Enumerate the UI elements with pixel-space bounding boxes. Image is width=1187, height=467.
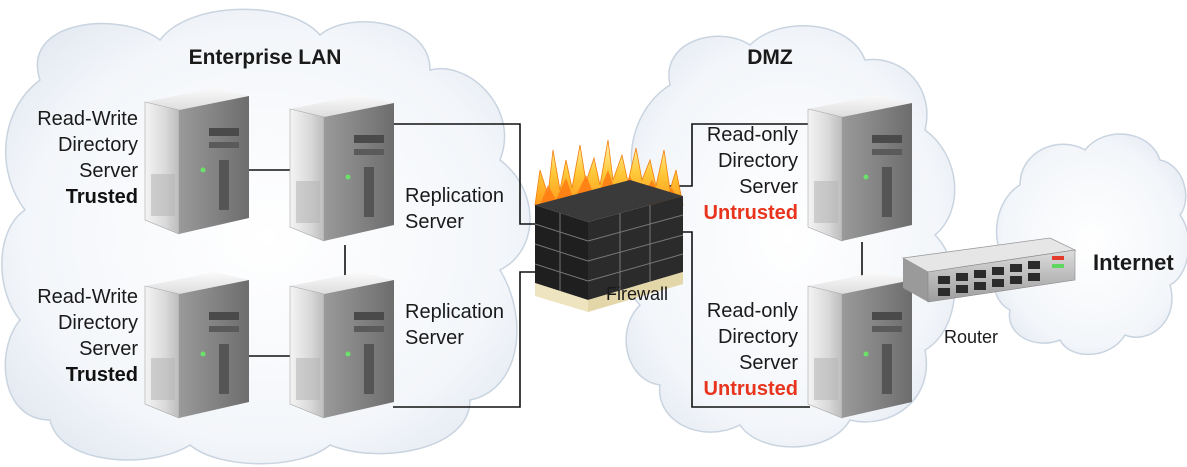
server-replication-top [289,95,394,242]
zone-title-enterprise-lan: Enterprise LAN [188,46,342,69]
label-line: Server [739,176,798,198]
label-replication-server-top: Replication Server [405,183,504,235]
label-router: Router [944,327,999,347]
label-line: Replication [405,185,504,207]
server-readonly-top [807,95,912,242]
label-ro-server-bottom: Read-only Directory Server Untrusted [682,298,798,402]
label-line: Server [79,160,138,182]
trust-status-trusted: Trusted [65,186,138,208]
label-rw-server-top: Read-Write Directory Server Trusted [20,106,138,210]
label-line: Directory [57,312,138,334]
trust-status-trusted: Trusted [65,364,138,386]
label-line: Directory [717,150,798,172]
label-line: Directory [57,134,138,156]
server-rw-top [144,88,249,235]
label-line: Directory [717,326,798,348]
label-line: Read-Write [37,108,138,130]
label-line: Read-only [706,300,798,322]
label-line: Read-Write [37,286,138,308]
label-firewall: Firewall [606,284,669,304]
zone-title-internet: Internet [1093,250,1174,275]
zone-title-dmz: DMZ [747,46,793,69]
label-rw-server-bottom: Read-Write Directory Server Trusted [20,284,138,388]
label-line: Server [79,338,138,360]
label-line: Server [405,211,464,233]
server-readonly-bottom [807,272,912,419]
label-ro-server-top: Read-only Directory Server Untrusted [682,122,798,226]
trust-status-untrusted: Untrusted [703,378,798,400]
trust-status-untrusted: Untrusted [703,202,798,224]
enterprise-lan-cloud [1,8,531,465]
label-line: Read-only [706,124,798,146]
server-rw-bottom [144,272,249,419]
router-icon [901,237,1077,303]
firewall-icon [534,139,684,312]
server-replication-bottom [289,272,394,419]
label-line: Server [739,352,798,374]
label-line: Server [405,327,464,349]
label-line: Replication [405,301,504,323]
label-replication-server-bottom: Replication Server [405,299,504,351]
